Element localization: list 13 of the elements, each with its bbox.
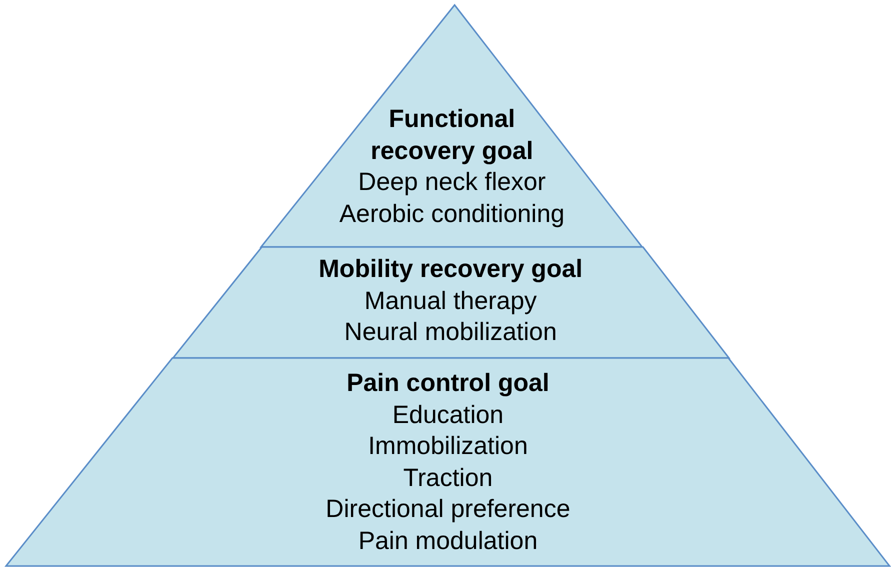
pyramid-tier: [261, 5, 643, 247]
tier-item: Traction: [403, 462, 493, 494]
tier-item: Aerobic conditioning: [339, 198, 565, 230]
tier-item: Directional preference: [326, 494, 570, 525]
tier-item: Pain modulation: [358, 526, 538, 556]
tier-item: Immobilization: [368, 431, 528, 462]
tier-item: Neural mobilization: [344, 317, 557, 348]
tier-item: Manual therapy: [364, 286, 537, 316]
tier-heading: Mobility recovery goal: [318, 254, 583, 285]
tier-item: Education: [392, 400, 504, 430]
tier-item: Deep neck flexor: [358, 167, 546, 198]
tier-heading: Functional recovery goal: [370, 104, 534, 166]
tier-heading: Pain control goal: [346, 368, 550, 399]
